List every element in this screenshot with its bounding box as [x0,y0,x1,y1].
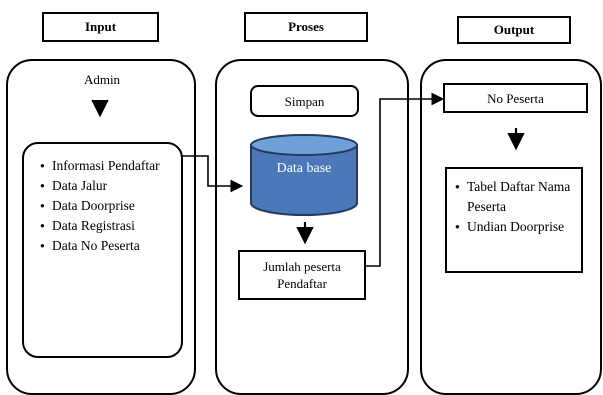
jumlah-to-no-peserta-arrow [365,92,445,267]
database-label: Data base [276,160,332,176]
input-list-item: Data Registrasi [40,216,175,236]
input-list-item: Data No Peserta [40,236,175,256]
database-cylinder: Data base [249,133,359,217]
input-data-list: Informasi PendaftarData JalurData Doorpr… [22,142,183,358]
input-list-item: Data Jalur [40,176,175,196]
simpan-box: Simpan [250,85,359,117]
proses-header: Proses [244,12,368,42]
output-header: Output [457,16,571,44]
output-data-list: Tabel Daftar Nama PesertaUndian Doorpris… [445,167,583,273]
output-list-item: Undian Doorprise [455,217,575,237]
input-header: Input [42,12,159,42]
no-peserta-box: No Peserta [443,83,588,113]
admin-label: Admin [83,72,121,87]
input-list-item: Informasi Pendaftar [40,156,175,176]
jumlah-peserta-box: Jumlah peserta Pendaftar [238,250,366,300]
input-to-database-arrow [181,155,244,193]
output-list-item: Tabel Daftar Nama Peserta [455,177,575,217]
input-list-item: Data Doorprise [40,196,175,216]
